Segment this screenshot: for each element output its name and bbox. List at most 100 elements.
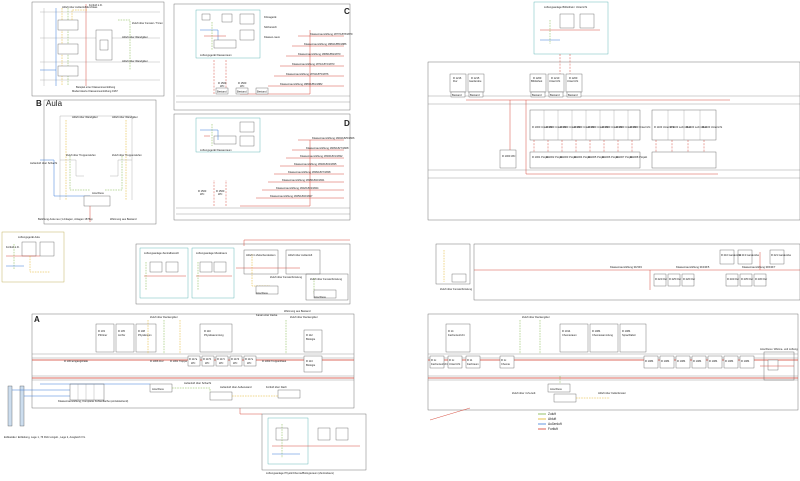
rm-room-1: R 210 Garderobe bbox=[721, 253, 742, 257]
ml-device-label: Lüftungsgerät Aula bbox=[18, 235, 40, 239]
caption-2: Modernisierte Klassenraumlüftung 1967 bbox=[72, 89, 118, 93]
a-room-name-3: Physikraum bbox=[138, 333, 152, 337]
ru-device-label: Lüftungsanlage Bibliothek / Unterricht bbox=[544, 5, 587, 9]
rl-room-name-2: Chemieraum bbox=[562, 333, 577, 337]
mc-caption-2: Kanal unter Decke bbox=[256, 313, 278, 317]
c-room-3: Klassen-raum bbox=[264, 35, 280, 39]
rl-room-id-2: R 1014 bbox=[562, 329, 571, 333]
panel-a: A R 103 Pförtner R 105 Archiv R 108 Phys… bbox=[4, 313, 367, 475]
rm-room-9: R 236 Flur bbox=[755, 277, 767, 281]
rl-room-id-5: R 1x bbox=[431, 358, 437, 362]
ru-mid-8: R 1000 Unterricht bbox=[630, 125, 651, 129]
d-room-name-2: WC bbox=[218, 192, 222, 196]
ru-low-6: R 1006 Projekt bbox=[602, 155, 619, 159]
a-room-name-1: Pförtner bbox=[98, 333, 107, 337]
ru-rooms-low: R 1000 WC R 1001 Projekt R 1002 Projekt … bbox=[499, 149, 717, 169]
a-room-id-2: R 105 bbox=[118, 329, 125, 333]
rm-room-5: R 225 Flur bbox=[669, 277, 681, 281]
rl-note-3: Abluft über Kellerfenster bbox=[598, 391, 626, 395]
ru-low-5: R 1005 Projekt bbox=[588, 155, 605, 159]
a-room-name-11: Biologie bbox=[306, 363, 316, 367]
ru-mid-r-1: R 1100 Unterricht bbox=[654, 125, 674, 129]
rl-room-name-6: Unterricht bbox=[449, 362, 461, 366]
ru-low-0: R 1000 WC bbox=[502, 154, 516, 158]
c-room-1: Klimagerät bbox=[264, 15, 277, 19]
aula-caption-2: Wärmung aus Bestand bbox=[110, 217, 137, 221]
ru-low-2: R 1002 Projekt bbox=[546, 155, 563, 159]
a-room-name-6: WC bbox=[205, 361, 209, 365]
d-chain-2: Klassenraumlüftung 1826/1827/1828 bbox=[306, 146, 349, 150]
c-btn-3: Bestand bbox=[257, 90, 267, 94]
ru-rooms-mid: R 1000 Unterricht R 1000 Unterricht R 10… bbox=[529, 109, 722, 152]
ru-top-id-3: R 1200 bbox=[533, 76, 542, 80]
rl-room-name-8: Chemie bbox=[501, 362, 510, 366]
c-chain-4: Klassenraumlüftung 1871/1872/1873 bbox=[292, 62, 335, 66]
ru-low-1: R 1001 Projekt bbox=[532, 155, 549, 159]
ru-low-3: R 1003 Projekt bbox=[560, 155, 577, 159]
rm-note-1: Zuluft über Fensterbrüstung bbox=[440, 287, 473, 291]
c-device-label: Lüftungsgerät Klassenraum bbox=[200, 53, 232, 57]
rl-note-1: Zuluft über Deckengitter bbox=[522, 315, 550, 319]
ru-bestand-2: Bestand bbox=[470, 93, 480, 97]
mc-note-2: Abluft über Außenluft bbox=[288, 253, 313, 257]
rm-room-7: R 234 Flur bbox=[727, 277, 739, 281]
section-a-label: A bbox=[34, 315, 40, 324]
rl-room-id-6: R 1x bbox=[449, 358, 455, 362]
c-btn-1: Bestand bbox=[217, 90, 227, 94]
mc-note-4: Zuluft über Fensterbrüstung bbox=[310, 277, 343, 281]
ru-top-name-2: Garderobe bbox=[469, 79, 482, 83]
caption-1: Beispiel einer Klassenraumlüftung bbox=[76, 85, 116, 89]
d-chain-8: Klassenraumlüftung 1845/1846/1847 bbox=[270, 194, 313, 198]
aula-caption: Belüftung Aula neu (1 Anlagen, Anlagen 1… bbox=[38, 217, 93, 221]
d-chain-7: Klassenraumlüftung 1842/1843/1844 bbox=[276, 186, 319, 190]
rl-room-id-3: R 1084 bbox=[592, 329, 601, 333]
mc-note-1: Abluft in Zwischendecken bbox=[246, 253, 276, 257]
section-c-label: C bbox=[344, 7, 350, 16]
a-room-name-4: Physiksammlung bbox=[204, 333, 224, 337]
ru-top-id-2: R 1215 bbox=[471, 76, 480, 80]
ru-mid-2: R 1000 Unterricht bbox=[546, 125, 567, 129]
c-room-id-1: R 1563 bbox=[218, 81, 227, 85]
rl-note-2: Zuluft über 4 Zu-ludt bbox=[512, 391, 536, 395]
a-room-id-11: R 113 bbox=[306, 359, 313, 363]
c-room-id-2: R 1560 bbox=[238, 81, 247, 85]
panel-mid-center: Lüftungsanlage Zentralbereich Lüftungsan… bbox=[135, 239, 351, 317]
c-chain-1: Klassenraumlüftung 1877/1878/1879 bbox=[310, 32, 353, 36]
rl-room-id-7: R 11 bbox=[467, 358, 473, 362]
rl-note-4: Anschluss bbox=[550, 387, 563, 391]
d-room-name-1: WC bbox=[200, 192, 204, 196]
a-lower-3: R 100c Treppe bbox=[170, 359, 188, 363]
ru-top-name-1: Flur bbox=[453, 79, 458, 83]
a-note-2: Zuluft über Deckengitter bbox=[290, 315, 318, 319]
a-bottom-note: Erdkanäle / Erdleitung, Lage 1, 76 Rohr … bbox=[4, 435, 86, 439]
legend-aussenluft-label: Außenluft bbox=[548, 422, 562, 426]
rl-room-name-5: Fachunterricht bbox=[431, 362, 448, 366]
rm-room-3: R 221 Garderobe bbox=[771, 253, 792, 257]
ru-top-id-4: R 1210 bbox=[551, 76, 560, 80]
ml-note: Fortluft ü.D. bbox=[6, 245, 20, 249]
c-room-2: Sitzbereich bbox=[264, 25, 277, 29]
ru-top-name-5: Unterricht bbox=[567, 79, 579, 83]
mc-note-5: Anschluss bbox=[256, 291, 269, 295]
a-bottom-caption: Klassenraumlüftung, Komplette Kühlenfläc… bbox=[58, 399, 128, 403]
c-chain-5: Klassenraumlüftung 1874/1875/1876 bbox=[286, 72, 329, 76]
rl-room-name-4: Sprachlabor bbox=[622, 333, 636, 337]
rl-rooms-right: R 1084 R 1084 R 1084 R 1084 R 1084 R 108… bbox=[643, 355, 755, 369]
rm-chain-3: Klassenraumlüftung 3F6/3F7 bbox=[742, 265, 776, 269]
rl-right-2: R 1084 bbox=[661, 359, 670, 363]
d-device-label: Lüftungsgerät Klassenraum bbox=[200, 148, 232, 152]
aula-note-4: Zuluft über Treppenstufen bbox=[112, 153, 142, 157]
mc-caption: Wärmung aus Bestand bbox=[284, 309, 311, 313]
rl-room-id-1: R 14 bbox=[448, 329, 454, 333]
panel-d: D Lüftungsgerät Klassenraum Klassenrauml… bbox=[173, 113, 355, 221]
c-room-name-1: WC bbox=[220, 84, 224, 88]
ru-low-7: R 1007 Projekt bbox=[616, 155, 633, 159]
ru-mid-7: R 1000 Unterricht bbox=[616, 125, 637, 129]
a-room-name-8: WC bbox=[233, 361, 237, 365]
legend: Zuluft Abluft Außenluft Fortluft bbox=[538, 412, 562, 431]
d-chain: Klassenraumlüftung 1824/1825/1826 Klasse… bbox=[256, 136, 355, 199]
a-room-name-5: WC bbox=[191, 361, 195, 365]
a-room-id-9: R 117e bbox=[245, 357, 254, 361]
ru-mid-r-2: R 1100 Lehrmittel bbox=[670, 125, 691, 129]
a-lower-1: R 100 Eingangshalle bbox=[64, 359, 88, 363]
